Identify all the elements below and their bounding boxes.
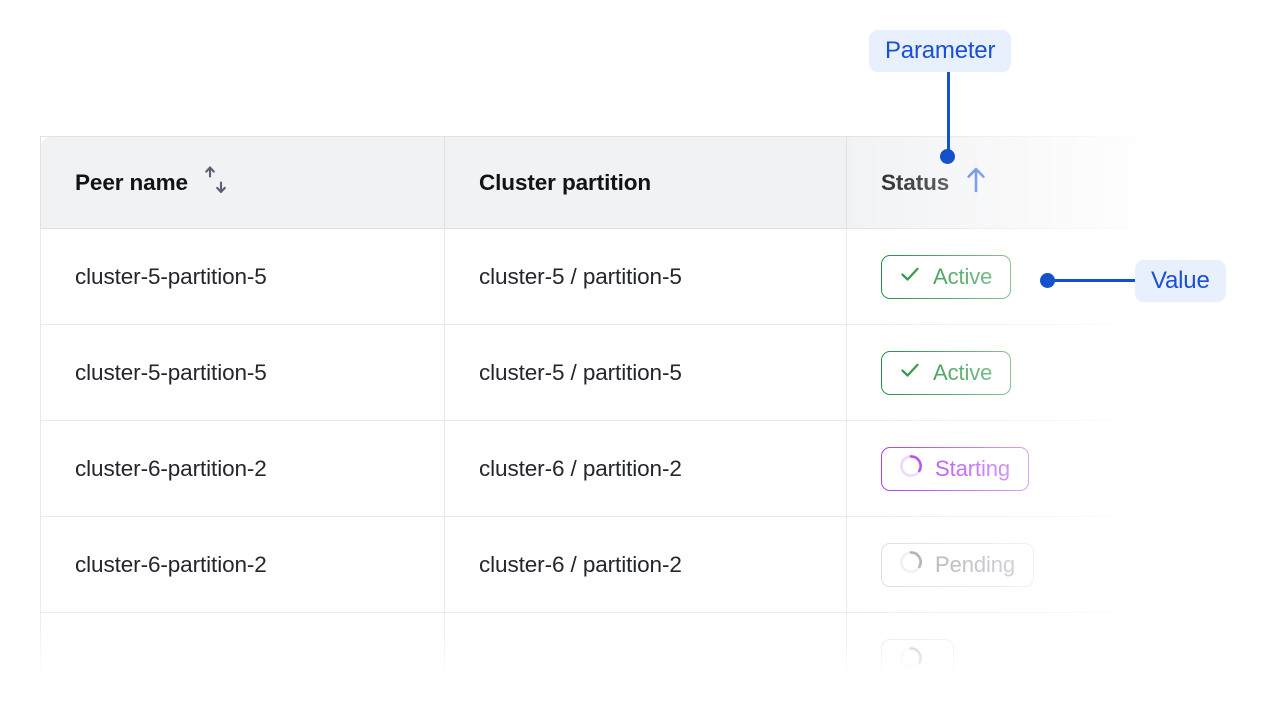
cell-cluster-partition: cluster-5 / partition-5 (444, 228, 847, 325)
check-icon (898, 358, 922, 388)
cell-status: Active (846, 324, 1193, 421)
cell-cluster-partition (444, 612, 847, 709)
sort-updown-icon[interactable] (202, 165, 230, 201)
column-header-peer-name[interactable]: Peer name (40, 136, 445, 229)
table-body: cluster-5-partition-5 cluster-5 / partit… (40, 228, 1193, 709)
status-badge: Pending (881, 542, 1035, 587)
cell-peer-name (40, 612, 445, 709)
column-header-status[interactable]: Status (846, 136, 1193, 229)
annotation-dot-parameter (940, 149, 955, 164)
status-badge (881, 638, 954, 683)
cell-peer-name: cluster-6-partition-2 (40, 516, 445, 613)
check-icon (898, 262, 922, 292)
cell-status: Pending (846, 516, 1193, 613)
cell-cluster-partition: cluster-5 / partition-5 (444, 324, 847, 421)
spinner-icon (898, 453, 924, 485)
status-badge: Active (881, 254, 1012, 299)
table-row[interactable]: cluster-6-partition-2 cluster-6 / partit… (40, 516, 1193, 613)
annotation-dot-value (1040, 273, 1055, 288)
cell-cluster-partition: cluster-6 / partition-2 (444, 420, 847, 517)
peer-table-container: Peer name Cluster partition (40, 136, 1193, 709)
cell-status (846, 612, 1193, 709)
table-row[interactable] (40, 612, 1193, 709)
arrow-up-icon[interactable] (963, 165, 989, 201)
annotation-chip-parameter: Parameter (869, 30, 1012, 72)
status-badge: Active (881, 350, 1012, 395)
annotation-line-value (1050, 279, 1136, 282)
cell-peer-name: cluster-5-partition-5 (40, 324, 445, 421)
table-row[interactable]: cluster-5-partition-5 cluster-5 / partit… (40, 228, 1193, 325)
annotation-line-parameter (946, 72, 950, 158)
peer-table: Peer name Cluster partition (40, 136, 1193, 709)
cell-peer-name: cluster-6-partition-2 (40, 420, 445, 517)
table-row[interactable]: cluster-6-partition-2 cluster-6 / partit… (40, 420, 1193, 517)
screenshot-stage: Peer name Cluster partition (40, 30, 1226, 709)
table-header-row: Peer name Cluster partition (40, 136, 1193, 229)
status-badge-label: Active (933, 263, 993, 289)
column-header-cluster-partition-label: Cluster partition (479, 169, 652, 195)
spinner-icon (898, 645, 924, 677)
spinner-icon (898, 549, 924, 581)
table-row[interactable]: cluster-5-partition-5 cluster-5 / partit… (40, 324, 1193, 421)
table-header: Peer name Cluster partition (40, 136, 1193, 229)
cell-peer-name: cluster-5-partition-5 (40, 228, 445, 325)
cell-status: Starting (846, 420, 1193, 517)
status-badge-label: Active (933, 359, 993, 385)
status-badge: Starting (881, 446, 1030, 491)
cell-cluster-partition: cluster-6 / partition-2 (444, 516, 847, 613)
status-badge-label: Pending (935, 551, 1016, 577)
column-header-status-label: Status (881, 169, 950, 195)
status-badge-label: Starting (935, 455, 1011, 481)
column-header-cluster-partition[interactable]: Cluster partition (444, 136, 847, 229)
annotation-chip-value: Value (1135, 260, 1226, 302)
column-header-peer-name-label: Peer name (75, 169, 188, 195)
